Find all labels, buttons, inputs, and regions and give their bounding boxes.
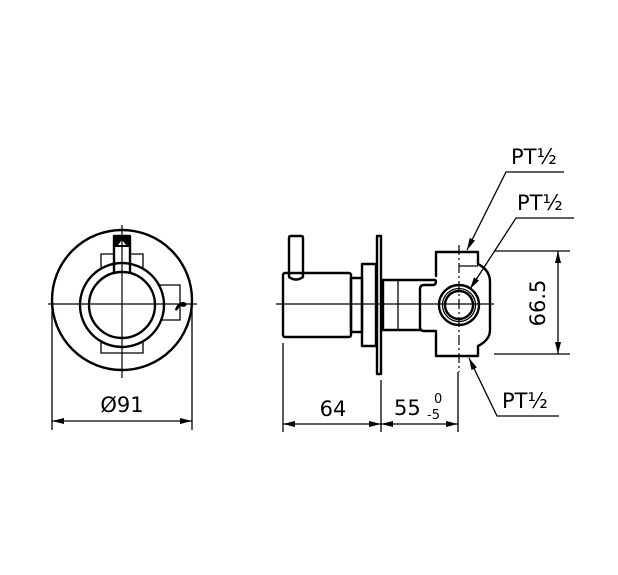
bracket-top (100, 253, 144, 268)
callouts: PT½ PT½ PT½ (466, 145, 574, 417)
tolerance-lower: -5 (427, 408, 440, 423)
handle-lever (287, 234, 305, 281)
callout-leader-front (469, 217, 574, 290)
callout-label-top: PT½ (511, 145, 557, 169)
callout-label-bottom: PT½ (502, 389, 548, 413)
side-dimensions: 64 55 0 -5 66.5 (282, 250, 570, 432)
valve-body (418, 250, 492, 358)
indicator-mark (175, 301, 187, 311)
depth-label-55: 55 (394, 396, 421, 420)
depth-label-64: 64 (320, 397, 347, 421)
front-view: Ø91 (48, 225, 197, 430)
callout-leader-bottom (468, 357, 559, 417)
height-label: 66.5 (526, 280, 550, 327)
wall-flange (375, 234, 383, 376)
handle-neck (349, 276, 364, 334)
stem-housing (381, 278, 437, 332)
callout-label-front: PT½ (517, 191, 563, 215)
handle-body (281, 271, 353, 339)
diameter-label: Ø91 (100, 393, 143, 417)
callout-leader-top (466, 171, 564, 251)
side-view (276, 234, 494, 376)
collar (360, 262, 378, 348)
bracket-right (160, 284, 181, 321)
tolerance-upper: 0 (434, 392, 442, 407)
